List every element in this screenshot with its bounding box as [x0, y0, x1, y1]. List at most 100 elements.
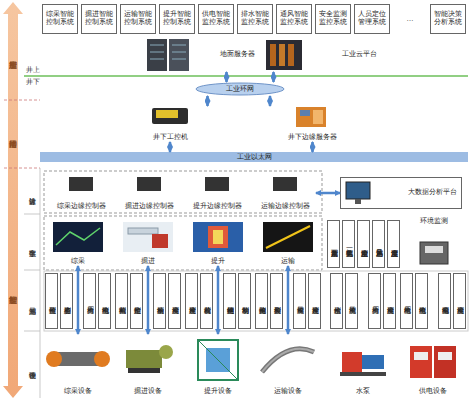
node-text: 环境监测	[420, 218, 448, 226]
node-text: 供电智能监控系统	[200, 11, 232, 27]
sensing-box: 电流检测	[415, 273, 428, 329]
column-divider	[24, 214, 40, 215]
column-divider	[24, 331, 40, 332]
sensing-box: 截割检测	[115, 273, 128, 329]
connector-arrow	[225, 72, 228, 82]
layer-label: 井下	[26, 78, 40, 87]
node-text: 掘进设备	[134, 388, 162, 396]
node-text: 排水智能监控系统	[239, 11, 271, 27]
device-node: 井下边缘服务器	[255, 106, 370, 142]
sensing-box: 温度检测	[168, 273, 181, 329]
sensor-node: 环境监测	[403, 218, 465, 268]
system-box: 运输智能控制系统	[120, 4, 156, 34]
label-text: 井下	[26, 79, 40, 86]
sensing-box: 压力检测	[83, 273, 96, 329]
node-text: 综采	[71, 258, 85, 266]
edge-server-image	[296, 107, 326, 127]
sensing-box: 漏电检测	[438, 273, 451, 329]
controller-node: 提升边缘控制器	[186, 175, 248, 211]
system-box: 智能决策分析系统	[430, 4, 466, 34]
sensing-box: 温度检测	[453, 273, 466, 329]
node-text: 掘进智能控制系统	[83, 11, 115, 27]
monitor-image	[346, 182, 370, 204]
layer-divider	[4, 100, 40, 101]
system-box: 安全监测监控系统	[315, 4, 351, 34]
sensing-box: 制动检测	[238, 273, 251, 329]
layer-label: 边缘计算	[24, 172, 40, 212]
layer-label: 物理设备	[24, 344, 40, 388]
column-divider	[24, 270, 40, 271]
layer-label: 井上	[26, 66, 40, 75]
sensing-box: 流量检测	[345, 273, 358, 329]
node-text: 工业以太网	[237, 154, 272, 161]
sensing-box: 水位检测	[330, 273, 343, 329]
node-text: 通风智能监控系统	[278, 11, 310, 27]
server-image	[147, 39, 189, 71]
sensing-box: 压力检测	[368, 273, 381, 329]
connector-arrow	[311, 142, 314, 152]
system-box: 排水智能监控系统	[237, 4, 273, 34]
node-text: 掘进边缘控制器	[125, 203, 174, 211]
connector-arrow	[206, 96, 209, 106]
sensing-box: 电压检测	[400, 273, 413, 329]
node-text: 工业环网	[226, 86, 254, 93]
connector-arrow	[316, 192, 340, 195]
group-frame	[44, 171, 322, 213]
node-text: 井下工控机	[153, 134, 188, 142]
equipment-node: 运输设备	[257, 334, 319, 396]
twin-node: 运输	[258, 220, 318, 266]
node-text: 运输边缘控制器	[261, 203, 310, 211]
equipment-node: 供电设备	[402, 334, 464, 396]
node-text: 运输设备	[274, 388, 302, 396]
cloud-image	[266, 40, 302, 70]
sensing-box: 速度检测	[308, 273, 321, 329]
node-text: 水泵	[356, 388, 370, 396]
node-text: 人员定位管理系统	[356, 11, 388, 27]
node-text: 井下边缘服务器	[288, 134, 337, 142]
node-text: 运输	[281, 258, 295, 266]
system-box: 供电智能监控系统	[198, 4, 234, 34]
controller-node: 掘进边缘控制器	[118, 175, 180, 211]
sensing-box: 钢丝绳检测	[223, 273, 236, 329]
equipment-node: 综采设备	[47, 334, 109, 396]
layer-divider	[4, 168, 40, 169]
layer-label: …	[392, 14, 428, 24]
twin-image	[53, 222, 313, 252]
connector-arrow	[147, 266, 150, 334]
connector-arrow	[287, 266, 290, 334]
group-frame	[44, 271, 468, 331]
sensing-box: 姿态检测	[60, 273, 73, 329]
equipment-node: 提升设备	[187, 334, 249, 396]
node-text: 安全监测监控系统	[317, 11, 349, 27]
equipment-node: 水泵	[332, 334, 394, 396]
equipment-image	[46, 340, 456, 380]
layer-label: 智能应用层	[4, 20, 22, 90]
layer-arrow	[3, 2, 23, 398]
twin-node: 综采	[48, 220, 108, 266]
node-text: 综采设备	[64, 388, 92, 396]
sensing-box: 电流检测	[98, 273, 111, 329]
sensing-box: 跑偏检测	[255, 273, 268, 329]
connector-arrow	[169, 142, 172, 152]
equipment-node: 掘进设备	[117, 334, 179, 396]
monitor-box: 瓦斯浓度监测	[327, 220, 340, 268]
controller-node: 综采边缘控制器	[50, 175, 112, 211]
node-text: 提升边缘控制器	[193, 203, 242, 211]
platform-box: 大数据分析平台	[340, 177, 462, 209]
label-text: …	[407, 16, 414, 23]
twin-node: 提升	[188, 220, 248, 266]
column-line	[40, 168, 41, 398]
node-text: 地面服务器	[220, 51, 255, 59]
sensing-box: 煤量检测	[293, 273, 306, 329]
layer-label: 智能控制层	[4, 250, 22, 330]
monitor-box: 一氧化碳监测	[342, 220, 355, 268]
device-node: 井下工控机	[120, 106, 220, 142]
ellipse-shape	[196, 83, 284, 95]
connector-arrow	[77, 266, 80, 334]
node-text: 提升设备	[204, 388, 232, 396]
server-node: 地面服务器	[140, 38, 258, 72]
system-box: 提升智能控制系统	[159, 4, 195, 34]
